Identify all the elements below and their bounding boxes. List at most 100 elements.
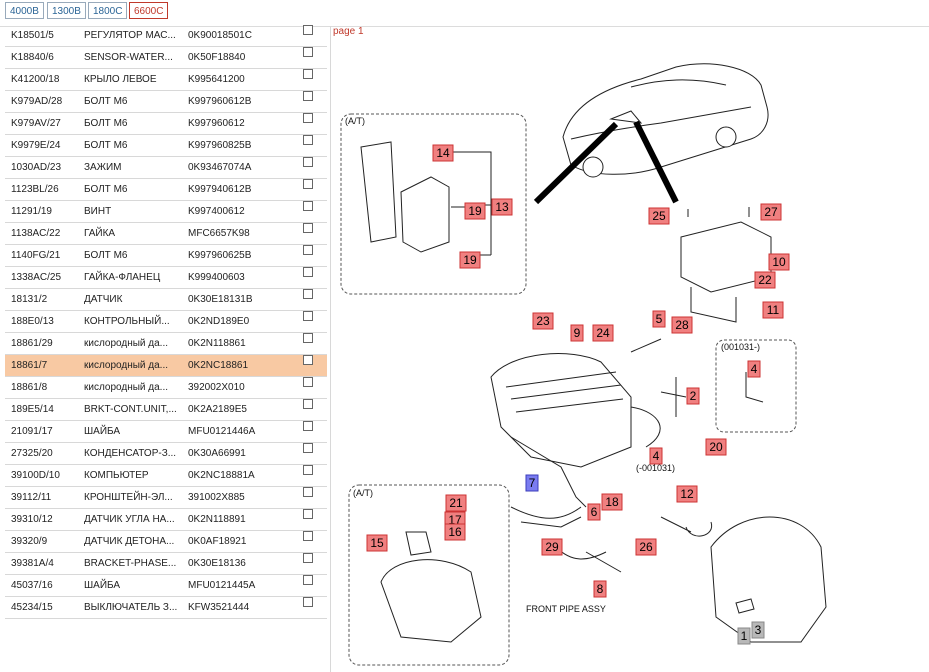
- part-number: K995641200: [188, 74, 245, 85]
- part-code: K9979E/24: [11, 140, 61, 151]
- row-checkbox[interactable]: [303, 575, 313, 585]
- part-number: MFU0121446A: [188, 426, 256, 437]
- callout-29[interactable]: 29: [541, 538, 563, 556]
- callout-11[interactable]: 11: [762, 301, 784, 319]
- control-unit-shape: [400, 176, 450, 253]
- row-checkbox[interactable]: [303, 91, 313, 101]
- callout-7[interactable]: 7: [525, 474, 539, 492]
- callout-18[interactable]: 18: [601, 493, 623, 511]
- row-checkbox[interactable]: [303, 113, 313, 123]
- row-checkbox[interactable]: [303, 355, 313, 365]
- callout-27[interactable]: 27: [760, 203, 782, 221]
- callout-8[interactable]: 8: [593, 580, 607, 598]
- callout-9[interactable]: 9: [570, 324, 584, 342]
- callout-23[interactable]: 23: [532, 312, 554, 330]
- callout-19[interactable]: 19: [464, 202, 486, 220]
- part-number: K999400603: [188, 272, 245, 283]
- callout-19[interactable]: 19: [459, 251, 481, 269]
- row-checkbox[interactable]: [303, 597, 313, 607]
- callout-21[interactable]: 21: [445, 494, 467, 512]
- callout-5[interactable]: 5: [652, 310, 666, 328]
- part-code: 39100D/10: [11, 470, 60, 481]
- row-checkbox[interactable]: [303, 135, 313, 145]
- row-checkbox[interactable]: [303, 201, 313, 211]
- callout-16[interactable]: 16: [444, 523, 466, 541]
- row-checkbox[interactable]: [303, 333, 313, 343]
- callout-14[interactable]: 14: [432, 144, 454, 162]
- callout-15[interactable]: 15: [366, 534, 388, 552]
- row-checkbox[interactable]: [303, 289, 313, 299]
- row-checkbox[interactable]: [303, 311, 313, 321]
- row-checkbox[interactable]: [303, 47, 313, 57]
- row-checkbox[interactable]: [303, 25, 313, 35]
- part-name: ВЫКЛЮЧАТЕЛЬ З...: [84, 602, 178, 613]
- row-checkbox[interactable]: [303, 245, 313, 255]
- row-checkbox[interactable]: [303, 399, 313, 409]
- part-code: 18131/2: [11, 294, 48, 305]
- callout-13[interactable]: 13: [491, 198, 513, 216]
- callout-6[interactable]: 6: [587, 503, 601, 521]
- row-checkbox[interactable]: [303, 157, 313, 167]
- part-code: 11291/19: [11, 206, 52, 217]
- tab-1800c[interactable]: 1800C: [88, 2, 128, 19]
- row-checkbox[interactable]: [303, 377, 313, 387]
- row-checkbox[interactable]: [303, 531, 313, 541]
- callout-4[interactable]: 4: [747, 360, 761, 378]
- tab-6600c[interactable]: 6600C: [129, 2, 169, 19]
- callout-3[interactable]: 3: [751, 621, 765, 639]
- callout-26[interactable]: 26: [635, 538, 657, 556]
- callout-number: 21: [449, 496, 463, 510]
- row-checkbox[interactable]: [303, 223, 313, 233]
- callout-24[interactable]: 24: [592, 324, 614, 342]
- row-checkbox[interactable]: [303, 465, 313, 475]
- callout-12[interactable]: 12: [676, 485, 698, 503]
- tab-1300b[interactable]: 1300B: [47, 2, 86, 19]
- callout-10[interactable]: 10: [768, 253, 790, 271]
- part-name: ГАЙКА: [84, 228, 116, 239]
- callout-28[interactable]: 28: [671, 316, 693, 334]
- callout-20[interactable]: 20: [705, 438, 727, 456]
- callout-25[interactable]: 25: [648, 207, 670, 225]
- row-checkbox[interactable]: [303, 487, 313, 497]
- row-checkbox[interactable]: [303, 509, 313, 519]
- row-checkbox[interactable]: [303, 267, 313, 277]
- row-checkbox[interactable]: [303, 69, 313, 79]
- callout-4[interactable]: 4: [649, 447, 663, 465]
- callout-1[interactable]: 1: [737, 627, 751, 645]
- tab-4000b[interactable]: 4000B: [5, 2, 44, 19]
- row-checkbox[interactable]: [303, 553, 313, 563]
- callout-2[interactable]: 2: [686, 387, 700, 405]
- row-checkbox[interactable]: [303, 179, 313, 189]
- row-checkbox[interactable]: [303, 421, 313, 431]
- row-checkbox[interactable]: [303, 443, 313, 453]
- part-code: 45037/16: [11, 580, 53, 591]
- callout-22[interactable]: 22: [754, 271, 776, 289]
